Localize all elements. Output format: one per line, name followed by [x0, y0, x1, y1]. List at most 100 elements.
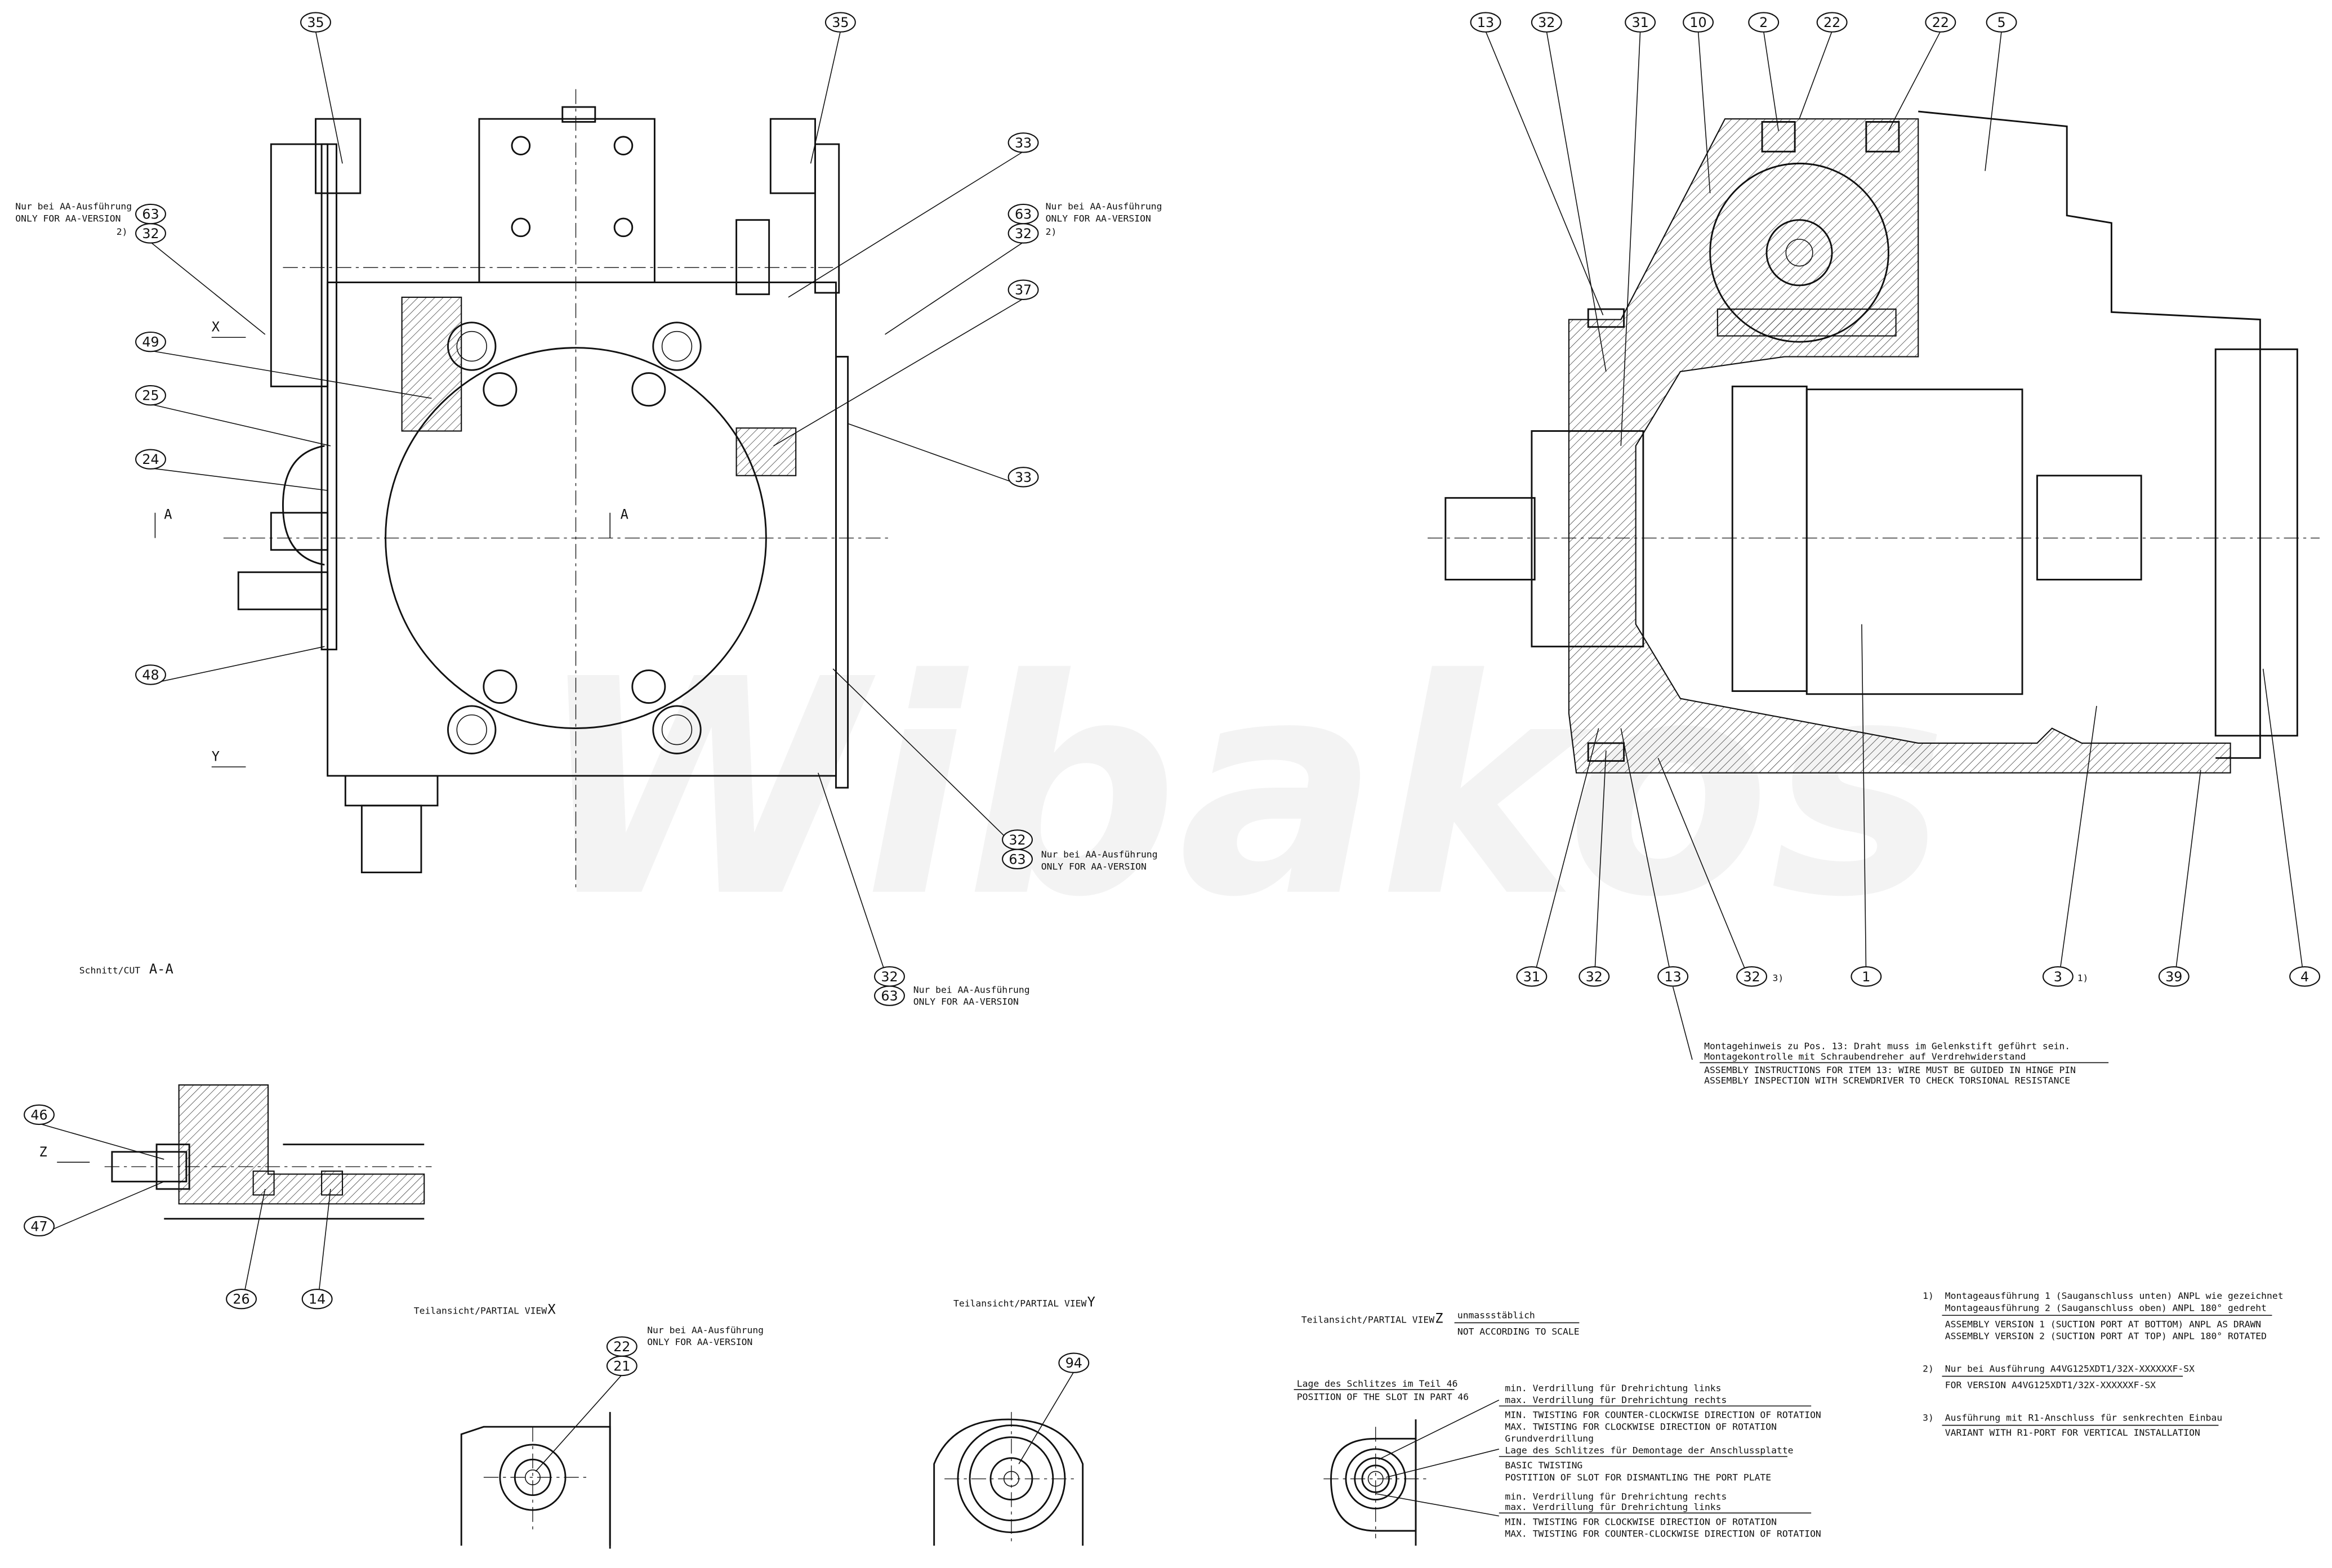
- item-balloon-32: 32: [874, 966, 905, 987]
- section-mark-a-left: A: [164, 506, 172, 522]
- svg-text:NOT ACCORDING TO SCALE: NOT ACCORDING TO SCALE: [1457, 1326, 1580, 1337]
- item-number: 46: [30, 1107, 47, 1123]
- svg-text:Schnitt/CUT: Schnitt/CUT: [79, 965, 140, 976]
- item-balloon-24: 24: [135, 449, 166, 470]
- item-number: 32: [1015, 226, 1032, 242]
- item-balloon-63: 63: [874, 985, 905, 1006]
- item-balloon-31: 31: [1625, 12, 1656, 33]
- item-balloon-2: 2: [1748, 12, 1780, 33]
- item-number: 22: [613, 1339, 630, 1355]
- item-balloon-49: 49: [135, 331, 166, 352]
- aa-note-view-x: Nur bei AA-Ausführung ONLY FOR AA-VERSIO…: [647, 1325, 764, 1347]
- leader-line: [150, 467, 328, 491]
- svg-text:X: X: [547, 1302, 556, 1317]
- svg-text:MAX. TWISTING FOR CLOCKWISE DI: MAX. TWISTING FOR CLOCKWISE DIRECTION OF…: [1505, 1421, 1777, 1432]
- svg-text:2): 2): [1923, 1364, 1934, 1374]
- item-number: 32: [1743, 969, 1760, 985]
- partial-view-x-drawing: [460, 1411, 611, 1549]
- leader-line: [150, 242, 266, 335]
- item-number: 22: [1823, 15, 1840, 30]
- item-number: 22: [1932, 15, 1949, 30]
- svg-text:ASSEMBLY INSPECTION WITH SCREW: ASSEMBLY INSPECTION WITH SCREWDRIVER TO …: [1704, 1075, 2070, 1085]
- svg-text:Teilansicht/PARTIAL VIEW: Teilansicht/PARTIAL VIEW: [953, 1298, 1087, 1308]
- section-mark-a-right: A: [621, 506, 628, 522]
- leader-line: [773, 298, 1024, 446]
- item-number: 63: [142, 207, 159, 222]
- item-number: 14: [309, 1292, 326, 1307]
- item-balloon-26: 26: [226, 1288, 257, 1310]
- item-number: 4: [2300, 969, 2309, 985]
- watermark-logo: Wibakos: [536, 616, 1947, 962]
- item-balloon-4: 4: [2289, 966, 2321, 987]
- section-view-drawing: [1428, 110, 2320, 774]
- item-number: 32: [881, 969, 898, 985]
- partial-view-z-title: Teilansicht/PARTIAL VIEW Z unmassstäblic…: [1301, 1310, 1580, 1337]
- svg-text:1): 1): [1923, 1290, 1934, 1301]
- leader-line: [1485, 31, 1604, 315]
- svg-text:Montagehinweis zu Pos. 13: Dra: Montagehinweis zu Pos. 13: Draht muss im…: [1704, 1041, 2070, 1052]
- item-number: 2: [1759, 15, 1768, 30]
- item-balloon-94: 94: [1058, 1352, 1090, 1373]
- item-number: 5: [1997, 15, 2006, 30]
- item-balloon-32: 32: [1531, 12, 1562, 33]
- svg-text:2): 2): [1046, 226, 1057, 237]
- item-number: 10: [1689, 15, 1706, 30]
- item-balloon-33: 33: [1007, 467, 1039, 488]
- item-balloon-1: 1: [1851, 966, 1882, 987]
- svg-text:Teilansicht/PARTIAL VIEW: Teilansicht/PARTIAL VIEW: [414, 1306, 547, 1316]
- item-balloon-63: 63: [1002, 848, 1033, 870]
- svg-text:ONLY FOR AA-VERSION: ONLY FOR AA-VERSION: [1046, 213, 1151, 224]
- leader-line: [150, 646, 325, 685]
- svg-text:Ausführung mit R1-Anschluss fü: Ausführung mit R1-Anschluss für senkrech…: [1945, 1413, 2222, 1423]
- item-number: 63: [1009, 851, 1025, 867]
- item-number: 31: [1523, 969, 1540, 985]
- item-number: 37: [1015, 282, 1032, 298]
- aa-note-right-bottom: Nur bei AA-Ausführung ONLY FOR AA-VERSIO…: [1041, 849, 1158, 872]
- svg-text:ASSEMBLY INSTRUCTIONS FOR ITEM: ASSEMBLY INSTRUCTIONS FOR ITEM 13: WIRE …: [1704, 1065, 2076, 1075]
- svg-text:2): 2): [117, 226, 128, 237]
- svg-text:Lage des Schlitzes im Teil 46: Lage des Schlitzes im Teil 46: [1297, 1378, 1458, 1389]
- item-number: 63: [1015, 207, 1032, 222]
- leader-line: [788, 151, 1024, 298]
- item-number: 26: [233, 1292, 249, 1307]
- svg-text:BASIC TWISTING: BASIC TWISTING: [1505, 1460, 1582, 1471]
- leader-line: [1620, 31, 1641, 446]
- front-view-drawing: [223, 89, 893, 892]
- svg-text:Nur bei AA-Ausführung: Nur bei AA-Ausführung: [1041, 849, 1158, 860]
- section-detail-drawing: [104, 1084, 432, 1220]
- partial-view-x-title: Teilansicht/PARTIAL VIEW X: [414, 1302, 556, 1317]
- item-balloon-47: 47: [24, 1216, 55, 1237]
- svg-text:Nur bei AA-Ausführung: Nur bei AA-Ausführung: [1046, 201, 1162, 212]
- svg-text:ASSEMBLY VERSION 1 (SUCTION PO: ASSEMBLY VERSION 1 (SUCTION PORT AT BOTT…: [1945, 1319, 2261, 1329]
- aa-note-right-top: Nur bei AA-Ausführung ONLY FOR AA-VERSIO…: [1046, 201, 1162, 237]
- item-number: 39: [2165, 969, 2182, 985]
- leader-line: [2057, 705, 2097, 986]
- item-balloon-14: 14: [301, 1288, 333, 1310]
- leader-line: [240, 1189, 266, 1308]
- svg-text:min. Verdrillung für Drehricht: min. Verdrillung für Drehrichtung links: [1505, 1383, 1721, 1393]
- leader-line: [1546, 31, 1607, 372]
- item-balloon-35: 35: [824, 12, 856, 33]
- item-number: 33: [1015, 470, 1032, 485]
- aa-note-left: Nur bei AA-Ausführung ONLY FOR AA-VERSIO…: [15, 201, 132, 237]
- item-balloon-63: 63: [1007, 203, 1039, 225]
- svg-text:Z: Z: [1435, 1310, 1443, 1326]
- item-balloon-32: 32: [1007, 223, 1039, 244]
- item-balloon-22: 22: [1925, 12, 1956, 33]
- item-balloon-46: 46: [24, 1104, 55, 1125]
- item-balloon-32: 32: [1002, 829, 1033, 850]
- item-number: 13: [1477, 15, 1494, 30]
- svg-text:POSITION OF THE SLOT IN PART 4: POSITION OF THE SLOT IN PART 46: [1297, 1392, 1469, 1402]
- leader-line: [1620, 728, 1674, 986]
- svg-text:POSTITION OF SLOT FOR DISMANTL: POSTITION OF SLOT FOR DISMANTLING THE PO…: [1505, 1472, 1771, 1482]
- assembly-note: Montagehinweis zu Pos. 13: Draht muss im…: [1672, 986, 2109, 1085]
- leader-line: [315, 31, 343, 164]
- item-number: 32: [1009, 832, 1025, 848]
- leader-line: [150, 350, 432, 399]
- svg-text:max. Verdrillung für Drehricht: max. Verdrillung für Drehrichtung links: [1505, 1502, 1721, 1512]
- item-number: 47: [30, 1218, 47, 1234]
- leader-line: [1861, 624, 1867, 986]
- leader-line: [1657, 758, 1753, 986]
- view-arrow-z-label: Z: [39, 1144, 47, 1160]
- svg-text:VARIANT WITH R1-PORT FOR VERTI: VARIANT WITH R1-PORT FOR VERTICAL INSTAL…: [1945, 1427, 2200, 1438]
